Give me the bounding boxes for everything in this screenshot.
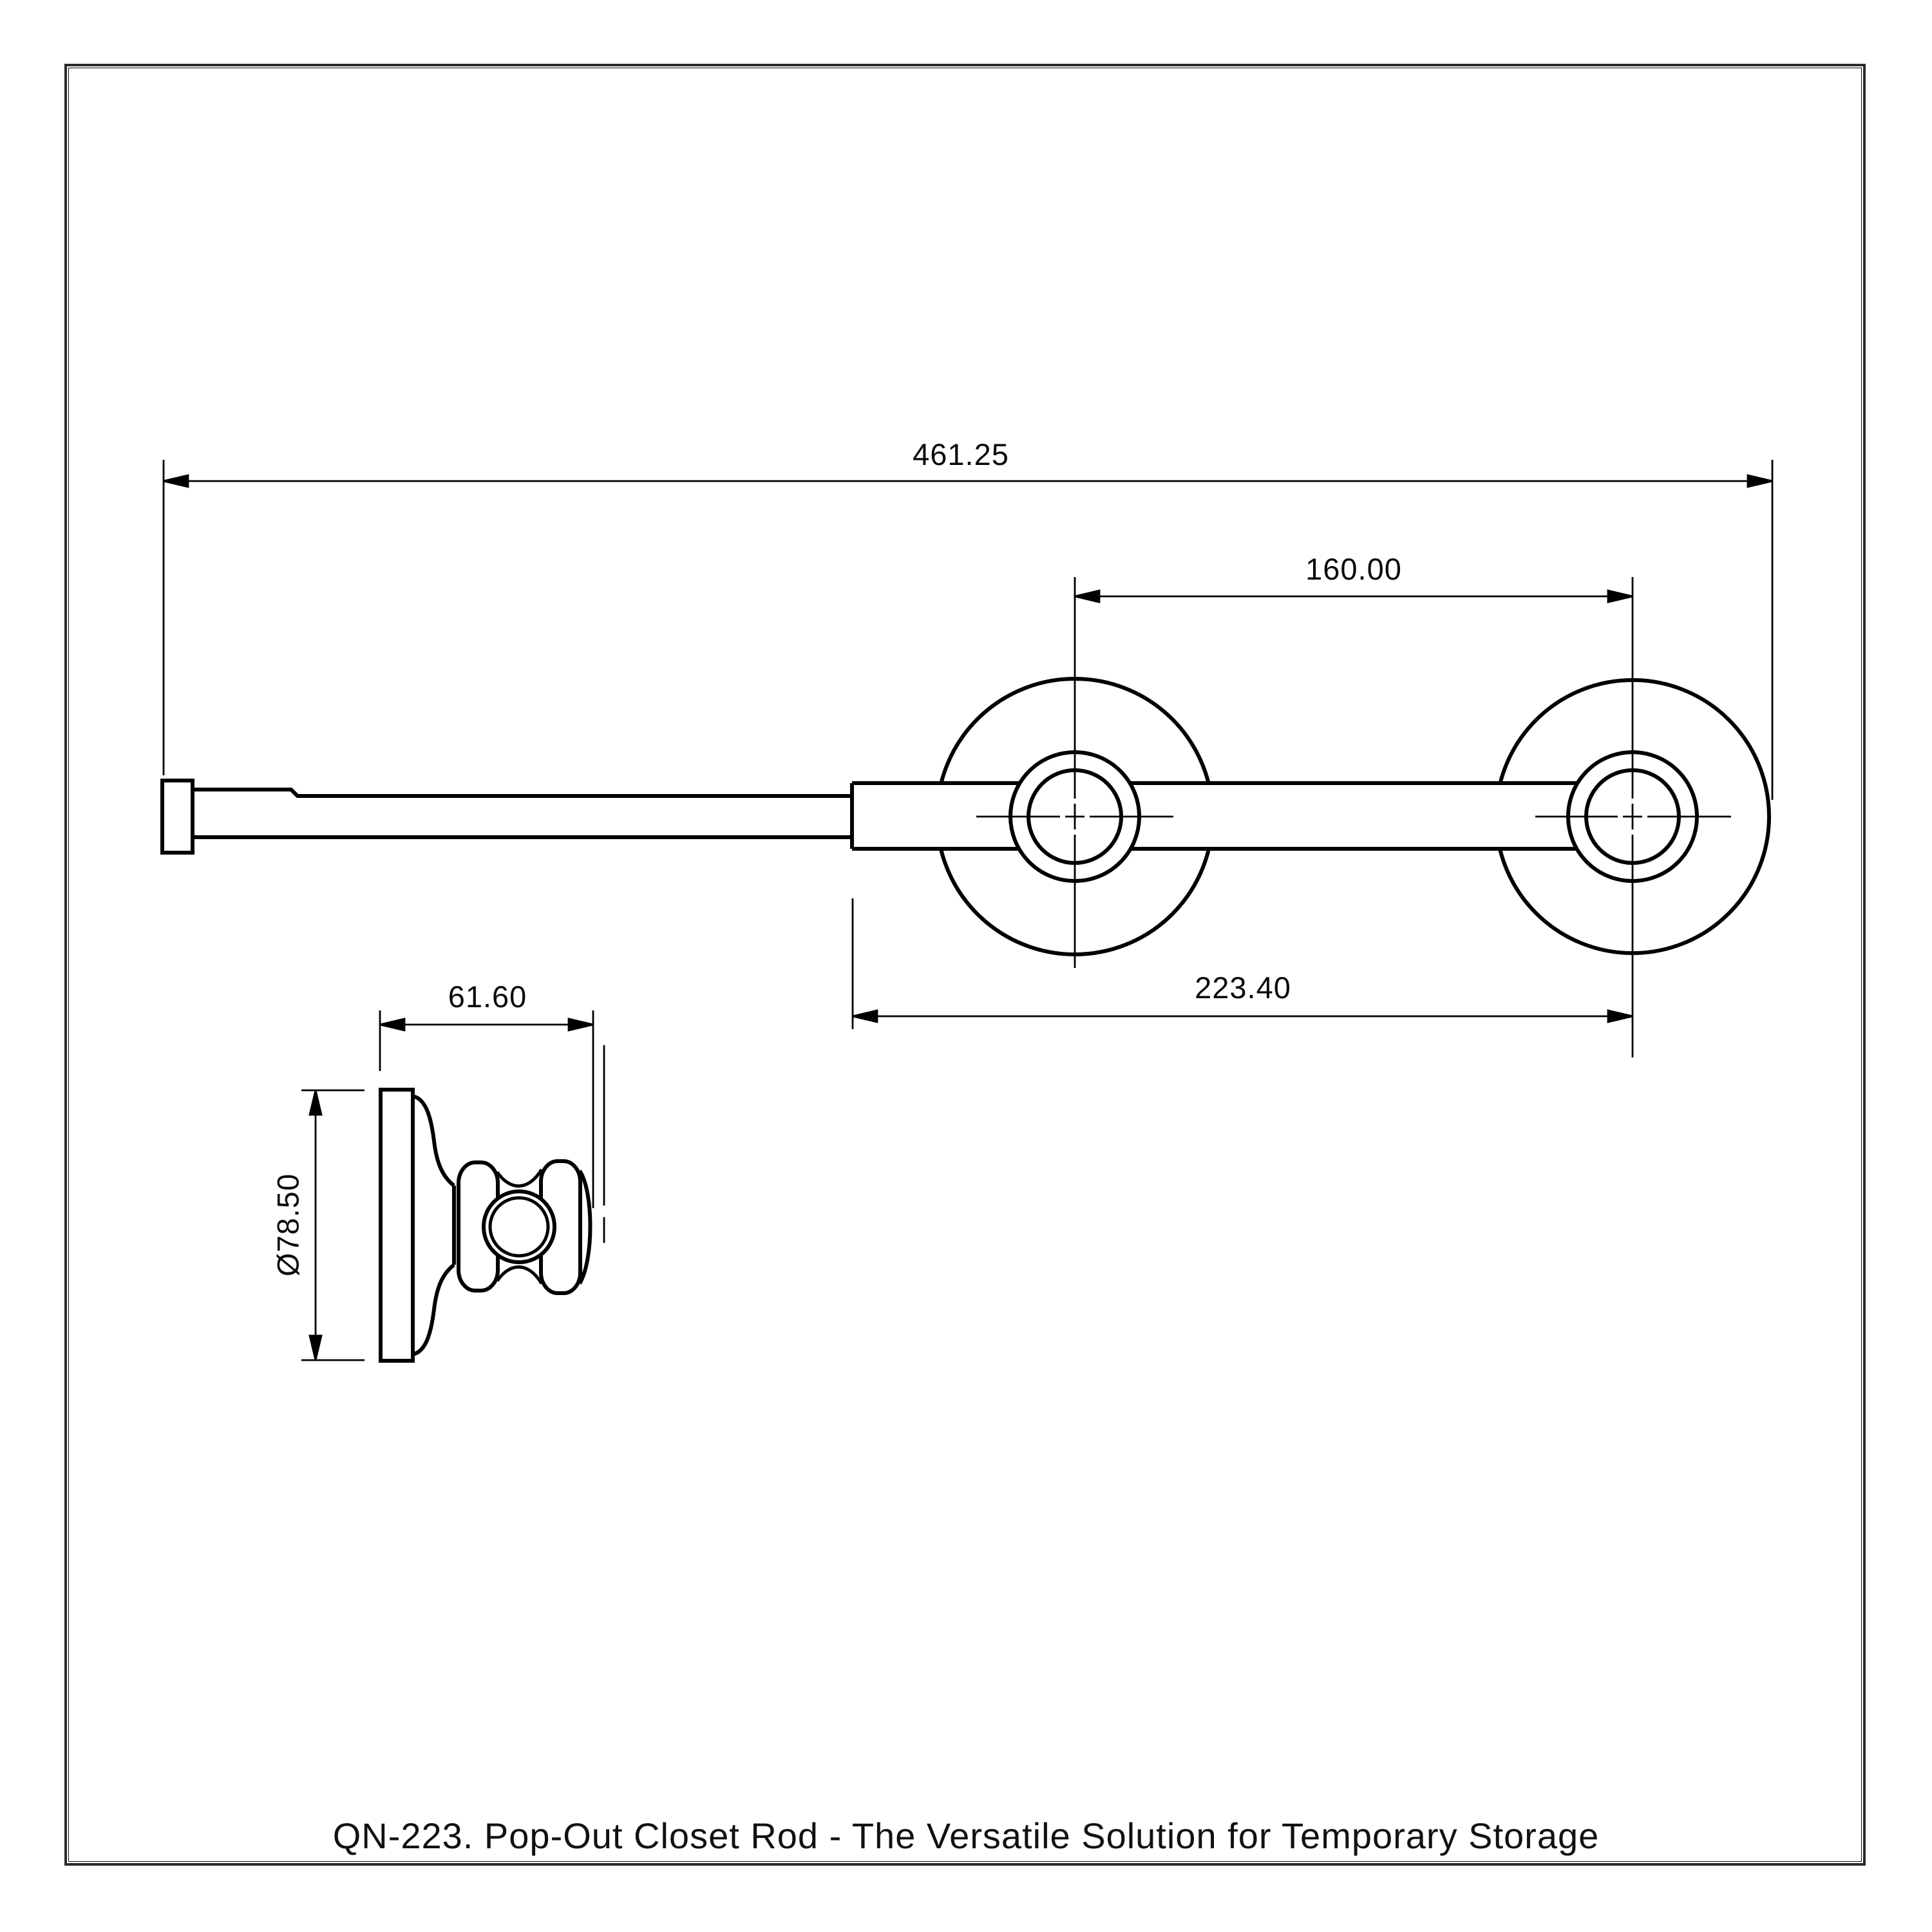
centerlines — [976, 577, 1731, 1057]
rod-section-inner-circle — [488, 1196, 550, 1258]
rod-end-cap — [160, 779, 194, 855]
dim-rod-overlap-label: 223.40 — [1195, 971, 1291, 1005]
dim-depth-arrow-left — [379, 1018, 406, 1032]
dim-depth-extension-lines — [379, 1010, 605, 1243]
dim-flange-diameter-label: Ø78.50 — [270, 1173, 305, 1277]
dim-overall-length-label: 461.25 — [913, 437, 1009, 471]
dim-mount-spacing — [1074, 589, 1633, 603]
dim-overall-extension-lines — [162, 460, 1774, 800]
dim-mount-spacing-label: 160.00 — [1305, 552, 1402, 586]
side-view — [379, 1088, 592, 1363]
front-view — [160, 677, 1771, 956]
dim-rod-overlap — [851, 898, 1633, 1029]
dim-spacing-arrow-right — [1607, 589, 1633, 603]
knob-waist-top — [495, 1168, 544, 1188]
dim-diameter-extension-ticks — [301, 1089, 365, 1361]
mounting-bar-fill — [852, 783, 1620, 849]
dim-diameter-arrow-bottom — [308, 1334, 323, 1361]
knob-waist-bottom — [495, 1265, 544, 1285]
dim-overall-arrow-right — [1747, 474, 1773, 488]
dim-diameter-arrow-top — [308, 1090, 323, 1116]
flange-bell-top — [412, 1094, 455, 1188]
dim-overall-length — [162, 460, 1774, 800]
dim-overlap-arrow-right — [1607, 1009, 1633, 1023]
flange-bell-bottom — [412, 1263, 455, 1356]
dim-depth-arrow-right — [567, 1018, 594, 1032]
caption: QN-223. Pop-Out Closet Rod - The Versati… — [332, 1815, 1600, 1856]
knob-end-dome — [578, 1170, 592, 1285]
rod-section-outer-circle — [482, 1189, 556, 1264]
rod-top-edge — [191, 788, 850, 798]
dim-overall-arrow-left — [163, 474, 189, 488]
dim-flange-diameter — [301, 1089, 365, 1361]
rod-fill — [193, 790, 850, 837]
mounting-bar-outline — [850, 781, 1620, 851]
drawing-border-inner-line — [68, 68, 1862, 1862]
dim-spacing-arrow-left — [1074, 589, 1101, 603]
drawing-border-frame — [64, 64, 1866, 1866]
wall-plate — [379, 1088, 415, 1363]
dim-bracket-depth — [379, 1010, 605, 1243]
dim-overlap-arrow-left — [852, 1009, 878, 1023]
dim-bracket-depth-label: 61.60 — [448, 980, 527, 1014]
